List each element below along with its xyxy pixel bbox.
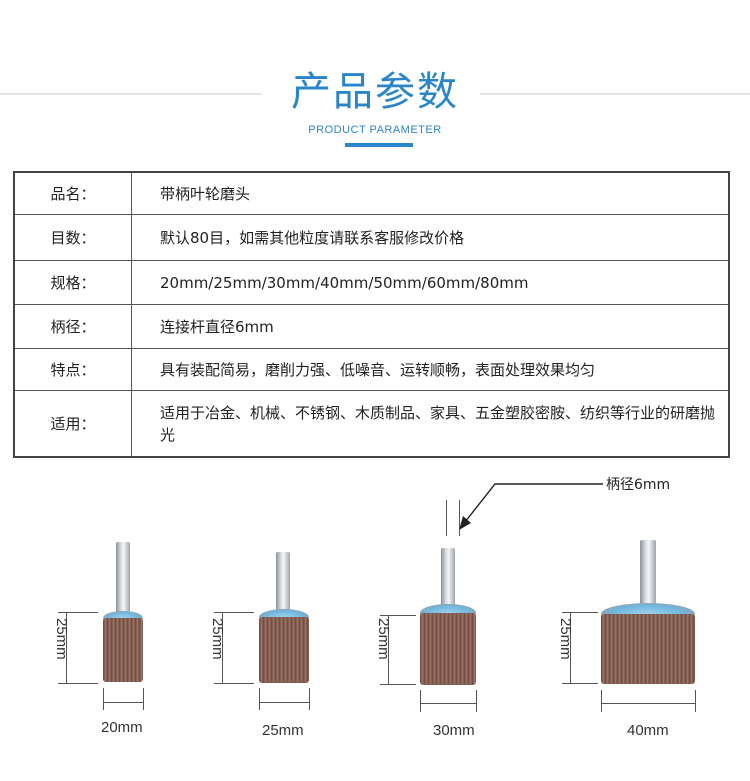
callout-arrow-icon [459,483,603,530]
param-value: 适用于冶金、机械、不锈钢、木质制品、家具、五金塑胶密胺、纺织等行业的研磨抛光 [160,403,716,444]
param-key: 适用： [15,391,132,456]
product-flap-wheel [103,618,143,682]
height-label: 25mm [53,618,70,660]
param-value: 具有装配简易，磨削力强、低噪音、运转顺畅，表面处理效果均匀 [160,360,596,379]
dimension-tick [695,690,696,712]
param-key: 柄径： [15,305,132,348]
dimension-tick [476,690,477,712]
product-flap-wheel [420,613,476,685]
shank-dimension-tick [446,500,447,536]
width-label: 20mm [101,719,143,736]
dimension-tick [601,690,602,712]
param-value: 连接杆直径6mm [160,317,274,336]
dimension-tick [103,688,104,710]
table-row: 适用： 适用于冶金、机械、不锈钢、木质制品、家具、五金塑胶密胺、纺织等行业的研磨… [15,391,728,456]
title-underline [345,143,413,147]
width-dimension-line [601,703,695,704]
dimension-tick [214,612,254,613]
dimension-tick [309,688,310,710]
width-dimension-line [420,703,476,704]
dimension-tick [380,615,416,616]
table-row: 规格： 20mm/25mm/30mm/40mm/50mm/60mm/80mm [15,261,728,305]
dimension-tick [58,612,98,613]
table-row: 品名： 带柄叶轮磨头 [15,173,728,215]
product-flap-wheel [259,617,309,683]
height-dimension-line [570,612,571,684]
dimension-tick [214,683,254,684]
width-label: 30mm [433,722,475,739]
param-key: 规格： [15,261,132,304]
param-value: 20mm/25mm/30mm/40mm/50mm/60mm/80mm [160,273,529,292]
param-key: 品名： [15,173,132,214]
dimension-tick [562,612,598,613]
product-sizes-figure: 25mm 20mm 25mm 25mm 25mm 30mm 柄径6mm 25mm… [0,470,750,781]
product-shank [116,542,130,622]
dimension-tick [562,683,598,684]
width-label: 40mm [627,722,669,739]
param-key: 特点： [15,349,132,390]
table-row: 柄径： 连接杆直径6mm [15,305,728,349]
height-label: 25mm [557,618,574,660]
dimension-tick [58,683,98,684]
dimension-tick [420,690,421,712]
height-label: 25mm [375,618,392,660]
width-dimension-line [103,702,143,703]
product-shank [276,552,290,622]
dimension-tick [259,688,260,710]
param-value: 带柄叶轮磨头 [160,184,251,203]
dimension-tick [143,688,144,710]
product-shank [640,540,656,616]
table-row: 目数： 默认80目，如需其他粒度请联系客服修改价格 [15,215,728,261]
param-key: 目数： [15,215,132,260]
header-rule-left [0,93,262,95]
parameter-table: 品名： 带柄叶轮磨头 目数： 默认80目，如需其他粒度请联系客服修改价格 规格：… [13,171,730,458]
product-flap-wheel [601,614,695,684]
width-dimension-line [259,702,309,703]
section-title: 产品参数 [291,69,459,115]
shank-diameter-label: 柄径6mm [606,477,671,493]
shank-dimension-tick [459,500,460,536]
height-dimension-line [66,612,67,684]
product-shank [441,548,455,618]
height-dimension-line [388,615,389,685]
height-dimension-line [222,612,223,684]
header-rule-right [480,93,750,95]
table-row: 特点： 具有装配简易，磨削力强、低噪音、运转顺畅，表面处理效果均匀 [15,349,728,391]
height-label: 25mm [209,618,226,660]
param-value: 默认80目，如需其他粒度请联系客服修改价格 [160,228,465,247]
section-subtitle: PRODUCT PARAMETER [308,124,442,136]
width-label: 25mm [262,722,304,739]
dimension-tick [380,684,416,685]
